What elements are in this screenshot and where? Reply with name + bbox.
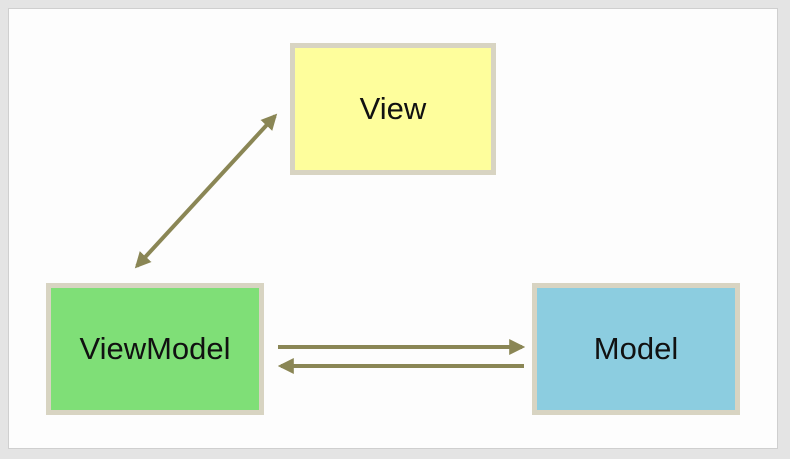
viewmodel-box: ViewModel	[46, 283, 264, 415]
view-label: View	[359, 91, 427, 126]
viewmodel-view-bidirectional-arrow	[134, 113, 278, 269]
view-box: View	[290, 43, 496, 175]
model-label: Model	[593, 331, 679, 366]
model-box: Model	[532, 283, 740, 415]
viewmodel-label: ViewModel	[79, 331, 231, 366]
